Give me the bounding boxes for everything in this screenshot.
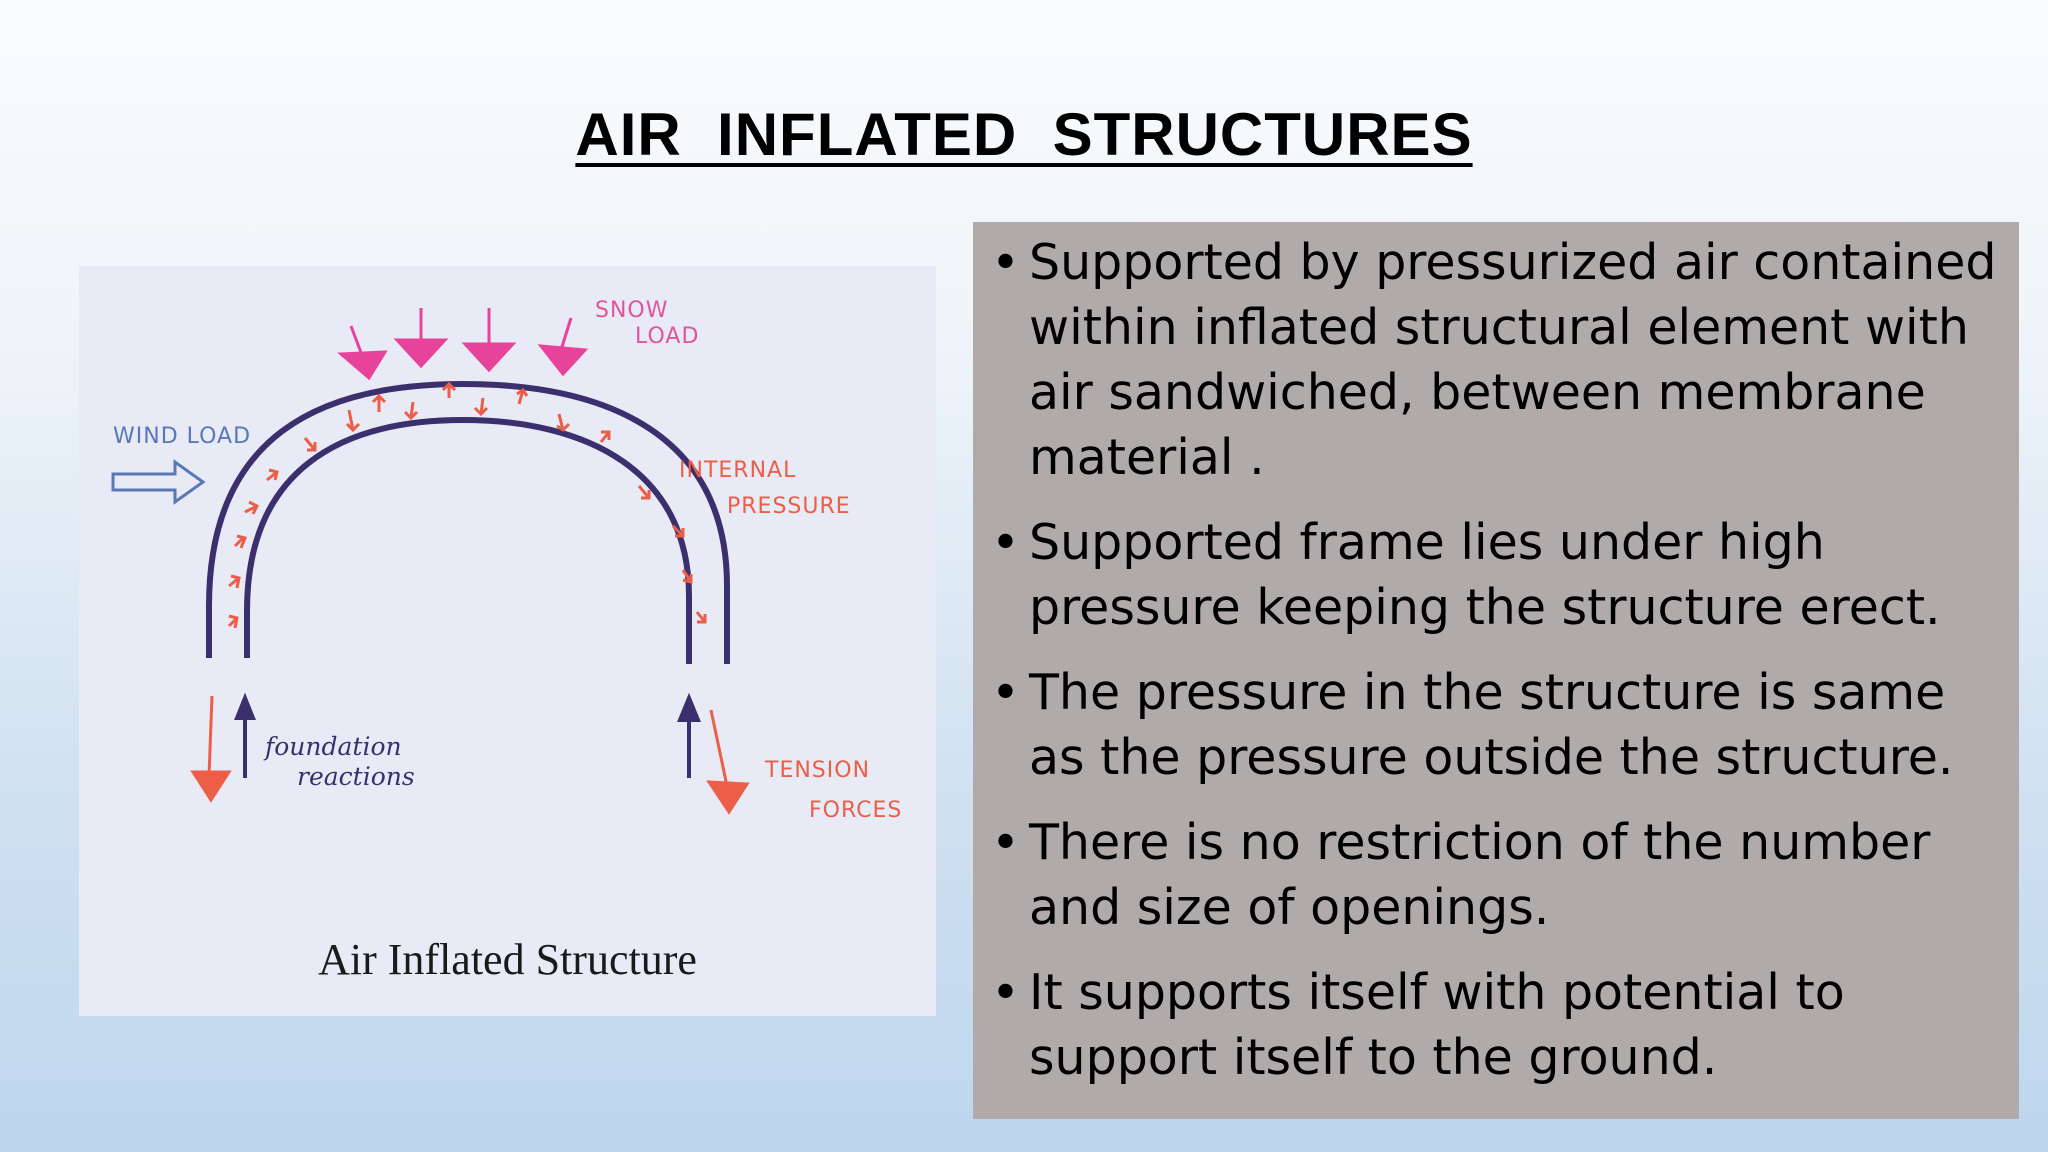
snow-load-label: LOAD — [635, 324, 700, 349]
bullet-item: •There is no restriction of the number a… — [987, 810, 1999, 940]
bullet-item: •Supported frame lies under high pressur… — [987, 510, 1999, 640]
bullet-item: •It supports itself with potential to su… — [987, 960, 1999, 1090]
snow-load-arrows — [337, 308, 589, 381]
wind-load-arrow — [111, 459, 206, 505]
forces-label: FORCES — [809, 798, 903, 823]
reactions-label: reactions — [297, 762, 415, 791]
foundation-label: foundation — [265, 732, 402, 761]
bullet-item: •Supported by pressurized air contained … — [987, 230, 1999, 490]
bullet-text: The pressure in the structure is same as… — [1029, 664, 1954, 786]
bullet-text-box: •Supported by pressurized air contained … — [973, 222, 2019, 1119]
pressure-label: PRESSURE — [727, 494, 851, 519]
snow-label: SNOW — [595, 298, 669, 323]
tension-arrows — [190, 695, 750, 815]
bullet-item: •The pressure in the structure is same a… — [987, 660, 1999, 790]
foundation-reaction-arrows — [234, 692, 701, 778]
air-inflated-structure-figure: SNOW LOAD WIND LOAD INTERNAL PRESSURE fo… — [79, 266, 936, 1016]
internal-label: INTERNAL — [679, 458, 797, 483]
bullet-list: •Supported by pressurized air contained … — [987, 230, 1999, 1090]
bullet-dot: • — [991, 964, 1020, 1021]
bullet-text: It supports itself with potential to sup… — [1029, 964, 1845, 1086]
bullet-text: There is no restriction of the number an… — [1029, 814, 1931, 936]
bullet-dot: • — [991, 514, 1020, 571]
bullet-text: Supported by pressurized air contained w… — [1029, 234, 1997, 486]
bullet-dot: • — [991, 814, 1020, 871]
outer-arch — [206, 380, 730, 664]
wind-load-label: WIND LOAD — [113, 424, 252, 449]
bullet-text: Supported frame lies under high pressure… — [1029, 514, 1941, 636]
figure-drawing — [111, 308, 750, 815]
bullet-dot: • — [991, 234, 1020, 291]
figure-caption: Air Inflated Structure — [318, 935, 697, 984]
internal-pressure-arrows — [227, 381, 707, 629]
tension-label: TENSION — [765, 758, 871, 783]
inner-arch — [244, 416, 692, 664]
slide-title: AIR INFLATED STRUCTURES — [575, 101, 1473, 168]
bullet-dot: • — [991, 664, 1020, 721]
